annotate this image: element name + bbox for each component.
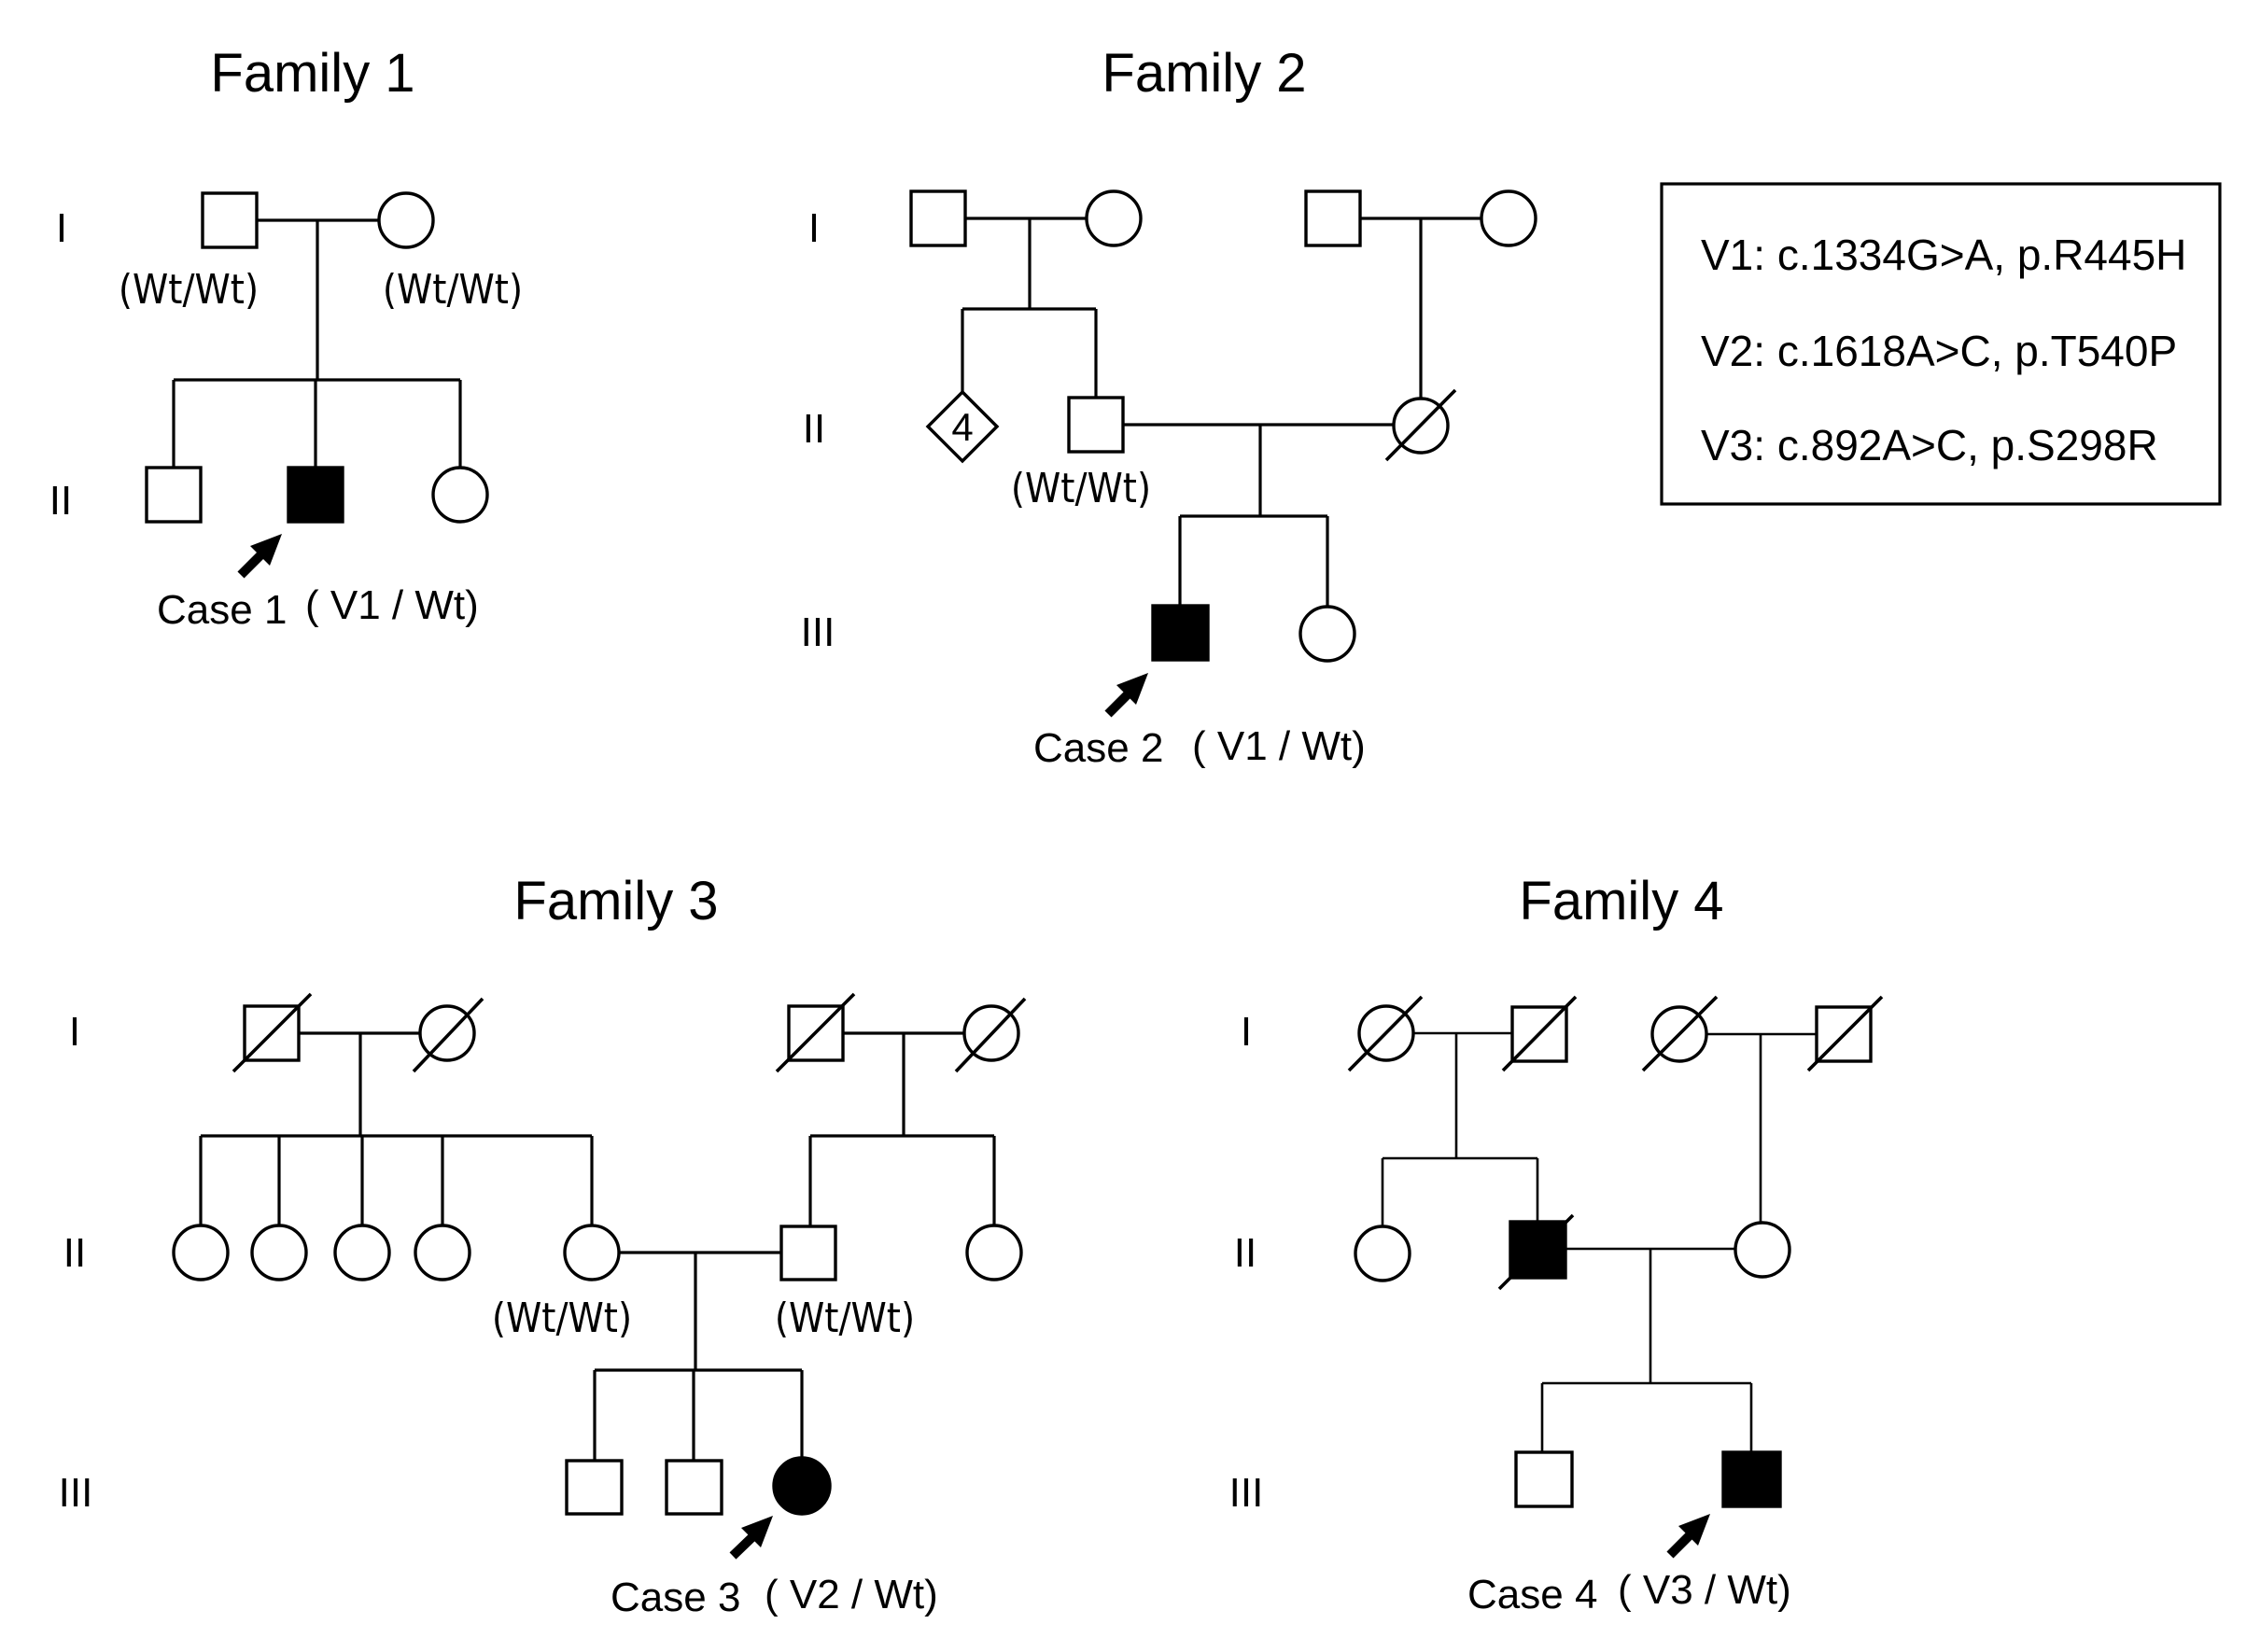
genotype-label: (Wt/Wt) bbox=[119, 266, 259, 314]
individual-I-2-female-deceased bbox=[412, 997, 484, 1073]
individual-I-1-male-deceased bbox=[232, 992, 313, 1073]
proband-arrow-icon bbox=[237, 534, 282, 579]
individual-I-3-female-deceased bbox=[1641, 995, 1719, 1072]
proband-arrow-icon bbox=[729, 1516, 773, 1560]
case-genotype: ( V1 / Wt) bbox=[1192, 723, 1366, 769]
sibling-count: 4 bbox=[951, 405, 973, 449]
generation-label-III: III bbox=[801, 609, 835, 655]
case-label: Case 2 bbox=[1033, 725, 1163, 771]
generation-label-III: III bbox=[59, 1470, 93, 1516]
genotype-label: (Wt/Wt) bbox=[383, 266, 523, 314]
legend-box bbox=[1660, 182, 2222, 506]
individual-II-2-male-affected-proband bbox=[287, 466, 344, 524]
case-label: Case 4 bbox=[1467, 1572, 1597, 1617]
individual-II-3-female bbox=[431, 466, 489, 524]
individual-III-1-male-affected-proband bbox=[1151, 604, 1210, 662]
legend-item-v1: V1: c.1334G>A, p.R445H bbox=[1701, 231, 2186, 279]
individual-I-2-female bbox=[377, 191, 435, 249]
proband-arrow-icon bbox=[1666, 1514, 1710, 1559]
individual-I-4-female-deceased bbox=[954, 997, 1027, 1073]
variant-legend: V1: c.1334G>A, p.R445H V2: c.1618A>C, p.… bbox=[1660, 182, 2222, 506]
individual-I-3-male-deceased bbox=[775, 992, 856, 1073]
family-1-title: Family 1 bbox=[210, 43, 414, 104]
generation-label-I: I bbox=[69, 1009, 80, 1055]
genotype-label: (Wt/Wt) bbox=[1011, 465, 1151, 512]
family-4: Family 4 I II III bbox=[1229, 871, 1884, 1617]
generation-label-II: II bbox=[803, 406, 825, 452]
individual-I-1-male bbox=[201, 191, 259, 249]
individual-I-4-female bbox=[1480, 189, 1537, 247]
individual-II-5-female bbox=[563, 1224, 621, 1281]
generation-label-I: I bbox=[1241, 1009, 1252, 1055]
genotype-label: (Wt/Wt) bbox=[775, 1295, 915, 1342]
family-2: Family 2 I II III 4 (Wt/Wt) bbox=[801, 43, 1537, 771]
individual-III-1-male bbox=[1514, 1450, 1574, 1508]
individual-II-4-female bbox=[414, 1224, 471, 1281]
generation-label-I: I bbox=[56, 205, 67, 251]
case-genotype: ( V3 / Wt) bbox=[1618, 1567, 1791, 1613]
generation-label-II: II bbox=[49, 478, 72, 524]
individual-I-1-male bbox=[909, 189, 967, 247]
legend-item-v3: V3: c.892A>C, p.S298R bbox=[1701, 421, 2158, 469]
family-3-title: Family 3 bbox=[513, 871, 718, 931]
proband-arrow-icon bbox=[1104, 673, 1148, 718]
individual-I-1-female-deceased bbox=[1347, 995, 1424, 1072]
genotype-label: (Wt/Wt) bbox=[492, 1295, 632, 1342]
individual-II-1-female bbox=[1354, 1225, 1411, 1282]
individual-II-2-female bbox=[250, 1224, 308, 1281]
generation-label-I: I bbox=[808, 205, 820, 251]
individual-II-3-female-deceased bbox=[1384, 388, 1457, 462]
individual-II-2-male bbox=[1067, 396, 1125, 454]
individual-II-3-female bbox=[333, 1224, 391, 1281]
case-genotype: ( V2 / Wt) bbox=[765, 1572, 938, 1617]
individual-II-7-female bbox=[965, 1224, 1023, 1281]
family-4-title: Family 4 bbox=[1519, 871, 1723, 931]
individual-II-6-male bbox=[779, 1225, 837, 1281]
generation-label-II: II bbox=[63, 1230, 86, 1276]
individual-II-1-male bbox=[145, 466, 203, 524]
individual-II-1-sibling-group-diamond bbox=[925, 389, 1000, 464]
individual-I-3-male bbox=[1304, 189, 1362, 247]
individual-II-1-female bbox=[172, 1224, 230, 1281]
case-genotype: ( V1 / Wt) bbox=[305, 582, 479, 628]
generation-label-III: III bbox=[1229, 1470, 1264, 1516]
case-label: Case 1 bbox=[157, 587, 287, 633]
family-3: Family 3 I II III bbox=[59, 871, 1027, 1620]
individual-II-2-male-affected-deceased bbox=[1497, 1213, 1575, 1291]
individual-III-2-female bbox=[1298, 605, 1356, 663]
family-1: Family 1 I II (Wt/Wt) (Wt/Wt) Case 1 ( V… bbox=[49, 43, 523, 633]
generation-label-II: II bbox=[1234, 1230, 1256, 1276]
individual-I-2-female bbox=[1085, 189, 1143, 247]
individual-III-3-female-affected-proband bbox=[772, 1456, 832, 1516]
individual-III-2-male bbox=[665, 1459, 723, 1516]
individual-II-3-female bbox=[1734, 1221, 1791, 1279]
individual-III-2-male-affected-proband bbox=[1721, 1450, 1782, 1508]
individual-III-1-male bbox=[565, 1459, 624, 1516]
family-2-title: Family 2 bbox=[1102, 43, 1306, 104]
individual-I-4-male-deceased bbox=[1806, 995, 1884, 1072]
individual-I-2-male-deceased bbox=[1501, 995, 1578, 1072]
case-label: Case 3 bbox=[611, 1575, 740, 1620]
legend-item-v2: V2: c.1618A>C, p.T540P bbox=[1701, 327, 2177, 375]
